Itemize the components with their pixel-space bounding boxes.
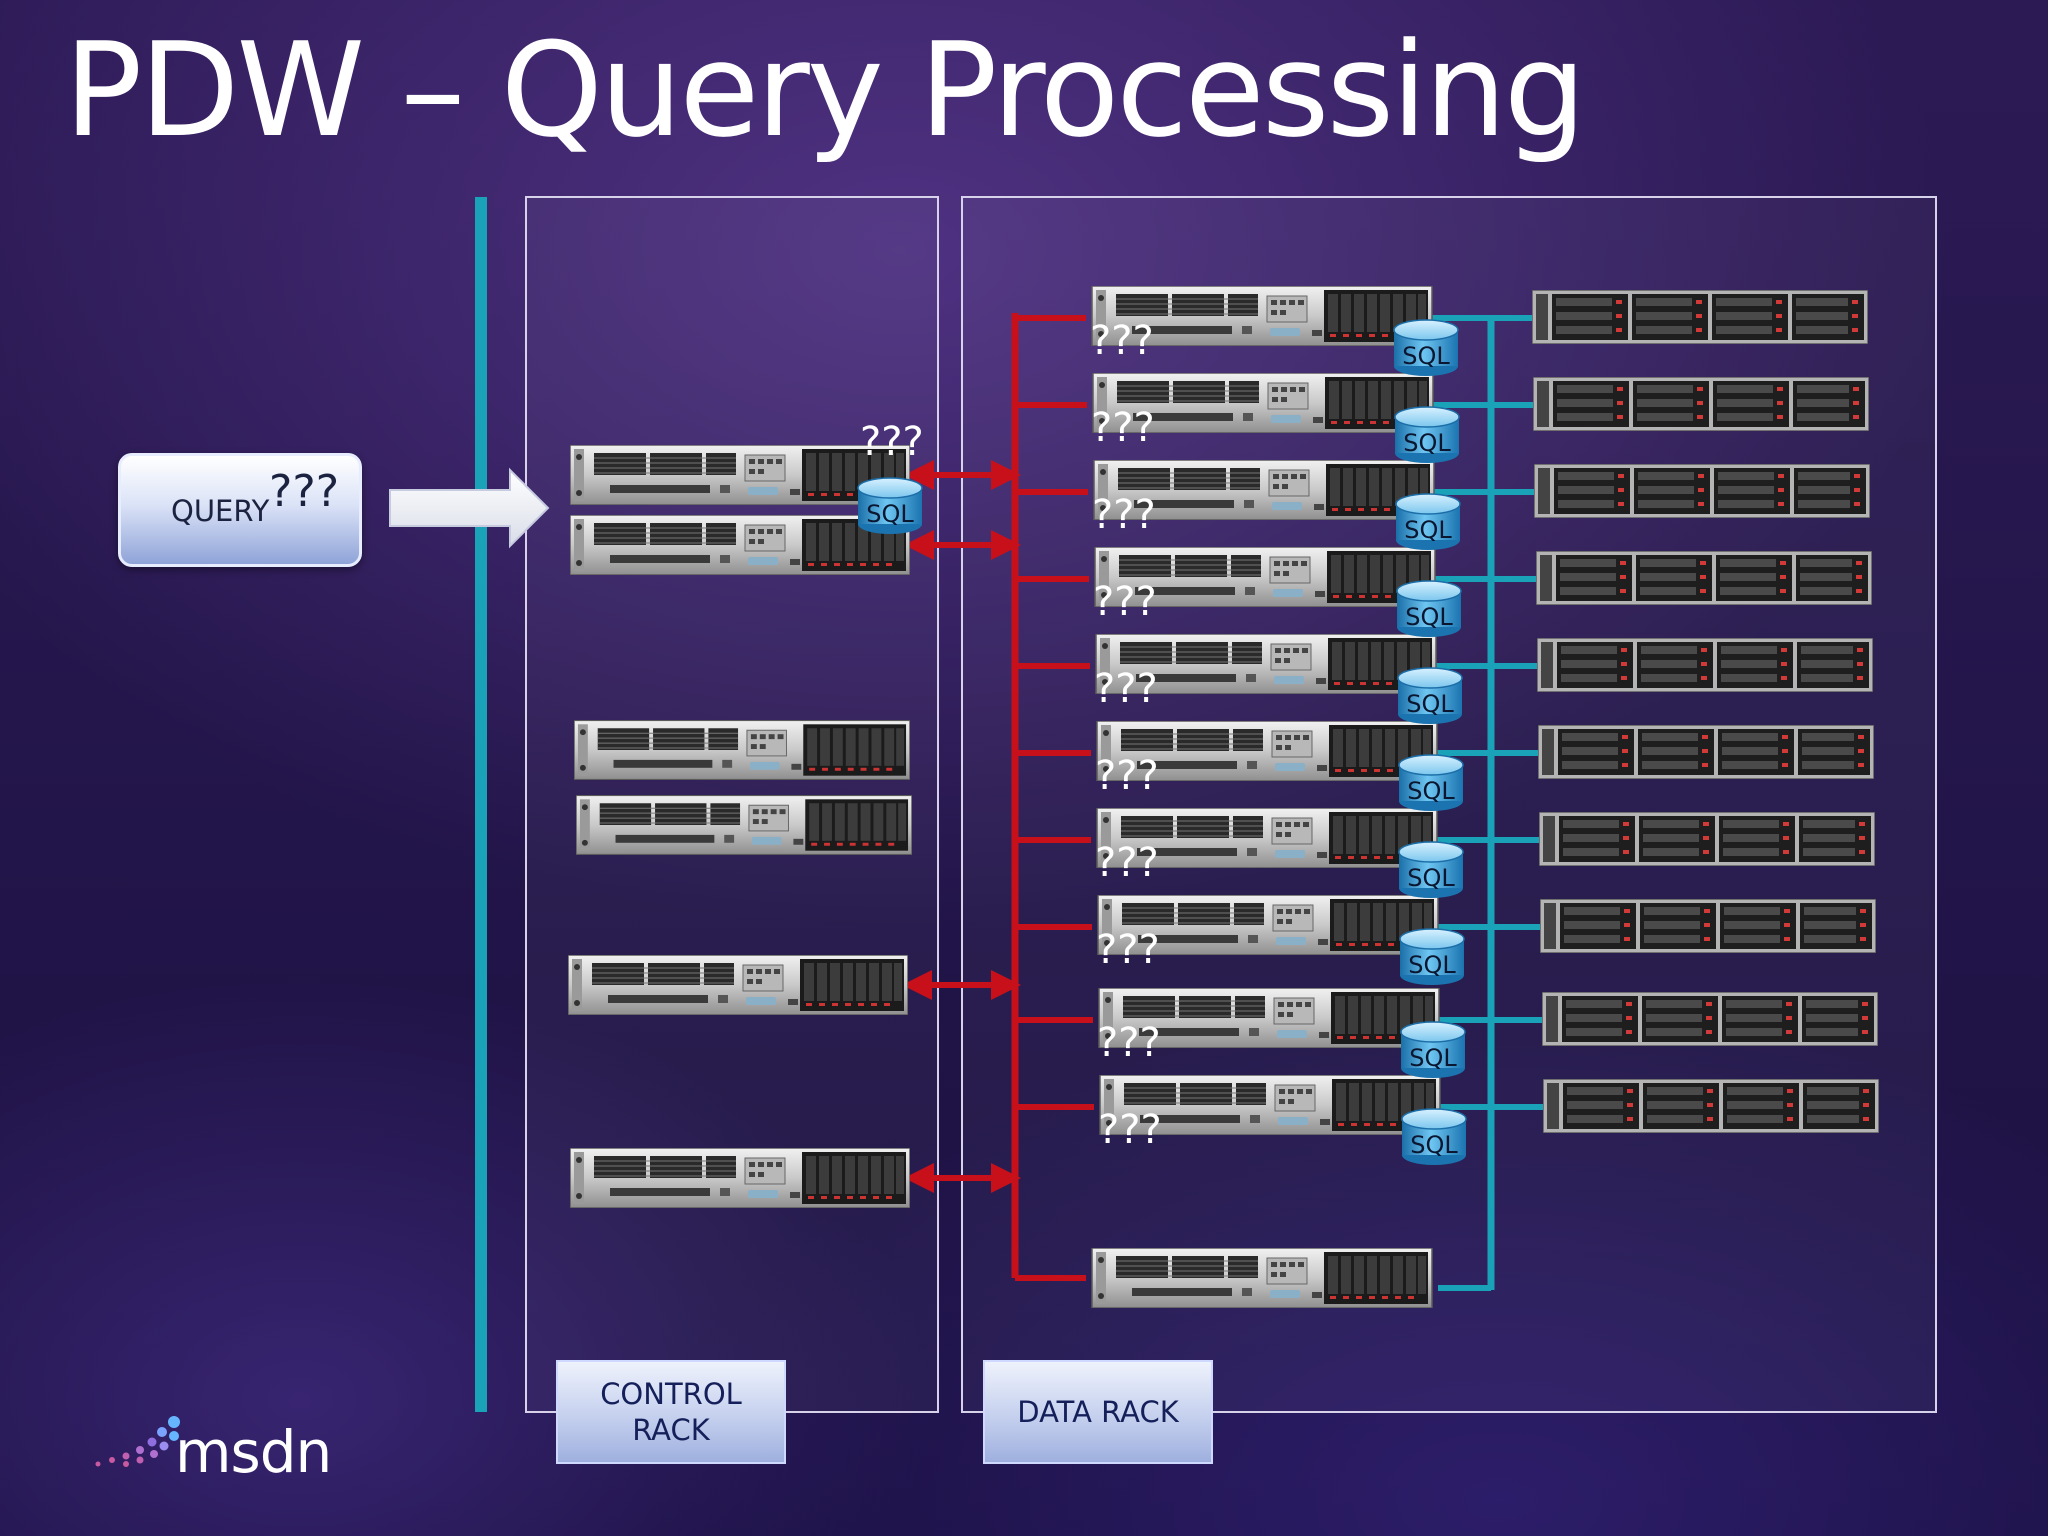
arrow-right-icon xyxy=(389,467,550,549)
data-rack-label: DATA RACK xyxy=(983,1360,1213,1464)
data-rack-label-text: DATA RACK xyxy=(1017,1395,1179,1429)
storage-array-icon xyxy=(1538,725,1874,779)
query-label: QUERY xyxy=(171,494,270,528)
sql-cylinder-icon: SQL xyxy=(1396,580,1462,637)
sql-label: SQL xyxy=(1405,603,1453,631)
node-mark: ??? xyxy=(1095,753,1159,799)
storage-array-icon xyxy=(1539,812,1875,866)
sql-label: SQL xyxy=(1408,951,1456,979)
node-mark: ??? xyxy=(1095,840,1159,886)
sql-cylinder-icon: SQL xyxy=(1399,928,1465,985)
query-box: QUERY ??? xyxy=(118,453,362,567)
storage-array-icon xyxy=(1537,638,1873,692)
msdn-logo-mark xyxy=(95,1416,180,1467)
query-mark: ??? xyxy=(269,466,340,517)
node-mark: ??? xyxy=(1092,492,1156,538)
node-mark: ??? xyxy=(1090,318,1154,364)
storage-array-icon xyxy=(1543,1079,1879,1133)
server-icon xyxy=(576,795,912,855)
sql-cylinder-icon: SQL xyxy=(1394,406,1460,463)
sql-cylinder-icon: SQL xyxy=(1400,1021,1466,1078)
sql-cylinders: SQL SQL SQL SQL SQL SQL SQL SQL SQL SQL SQL xyxy=(857,319,1467,1165)
storage-array-icon xyxy=(1533,377,1869,431)
sql-label: SQL xyxy=(1409,1044,1457,1072)
sql-label: SQL xyxy=(1406,690,1454,718)
sql-cylinder-icon: SQL xyxy=(1398,754,1464,811)
server-icon xyxy=(570,1148,910,1208)
sql-cylinder-icon: SQL xyxy=(857,477,923,534)
sql-label: SQL xyxy=(1410,1131,1458,1159)
node-marks: ????????????????????????????????? xyxy=(860,318,1162,1153)
sql-label: SQL xyxy=(1407,777,1455,805)
sql-label: SQL xyxy=(1404,516,1452,544)
sql-label: SQL xyxy=(1402,342,1450,370)
sql-cylinder-icon: SQL xyxy=(1397,667,1463,724)
control-rack-label-line2: RACK xyxy=(632,1413,710,1447)
control-rack-label-line1: CONTROL xyxy=(600,1377,742,1411)
msdn-logo-text: msdn xyxy=(175,1418,332,1486)
sql-cylinder-icon: SQL xyxy=(1398,841,1464,898)
storage-array-icon xyxy=(1542,992,1878,1046)
page-title: PDW – Query Processing xyxy=(64,14,1586,166)
storage-array-icon xyxy=(1536,551,1872,605)
sql-cylinder-icon: SQL xyxy=(1393,319,1459,376)
node-mark: ??? xyxy=(860,419,924,465)
server-icon xyxy=(568,955,908,1015)
control-rack-label: CONTROL RACK xyxy=(556,1360,786,1464)
sql-cylinder-icon: SQL xyxy=(1395,493,1461,550)
teal-links xyxy=(1430,315,1543,1291)
node-mark: ??? xyxy=(1093,579,1157,625)
red-links xyxy=(902,315,1094,1281)
node-mark: ??? xyxy=(1091,405,1155,451)
storage-array-icon xyxy=(1534,464,1870,518)
sql-label: SQL xyxy=(1407,864,1455,892)
storage-array-icon xyxy=(1540,899,1876,953)
node-mark: ??? xyxy=(1097,1020,1161,1066)
server-icon xyxy=(574,720,910,780)
server-icon xyxy=(1091,1248,1433,1308)
sql-cylinder-icon: SQL xyxy=(1401,1108,1467,1165)
sql-label: SQL xyxy=(1403,429,1451,457)
sql-label: SQL xyxy=(866,500,914,528)
node-mark: ??? xyxy=(1096,927,1160,973)
storage-array-icon xyxy=(1532,290,1868,344)
node-mark: ??? xyxy=(1094,666,1158,712)
node-mark: ??? xyxy=(1098,1107,1162,1153)
